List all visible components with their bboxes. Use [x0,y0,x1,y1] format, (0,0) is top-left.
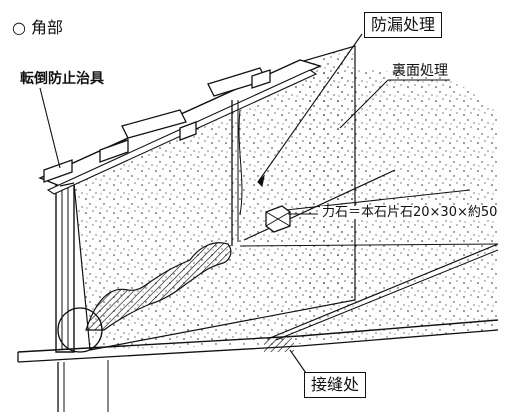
jig-clamp [43,67,271,183]
joint-hatch [264,338,294,352]
corner-highlight [57,307,103,353]
anchor-stone-label: 力石＝本石片石20×30×約50 [320,205,500,220]
leader-lines [39,33,450,377]
floor-front-edge [17,319,499,353]
floor-stone-slab [90,244,498,350]
jig-label: 転倒防止治具 [20,71,104,87]
waterproof-label: 防漏处理 [364,12,443,38]
section-heading: ○ 角部 [12,18,64,37]
adhesive-blob [85,242,232,331]
back-surface-area [300,62,498,300]
back-treatment-label: 裏面処理 [392,63,448,79]
waterproof-bead [238,109,243,216]
joint-label: 接缝处 [304,372,367,398]
